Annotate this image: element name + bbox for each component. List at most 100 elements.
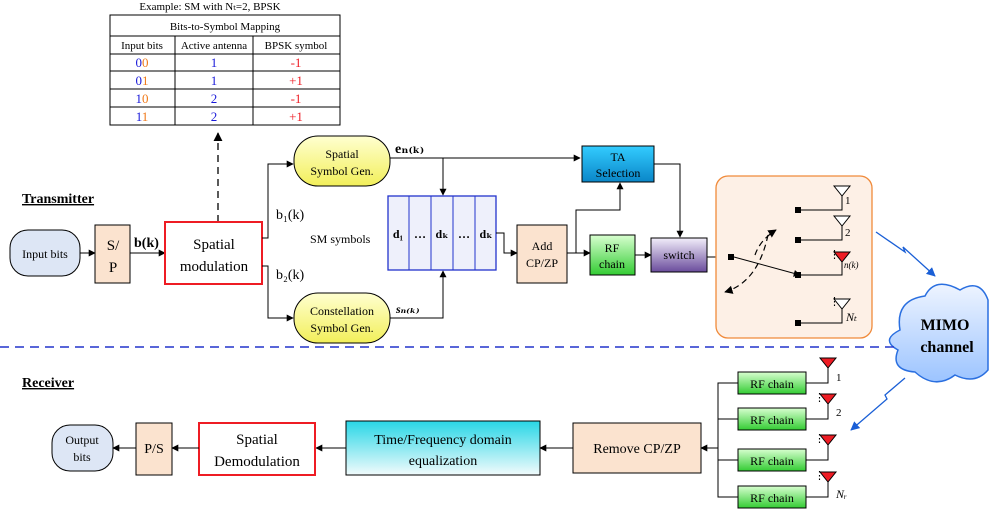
buffer-cell: … (458, 227, 470, 241)
row-antenna: 2 (211, 91, 218, 106)
transmitter-label: Transmitter (22, 192, 94, 207)
mapping-table: Bits-to-Symbol Mapping Input bits Active… (109, 14, 341, 126)
antenna-icon (818, 357, 838, 369)
rx-ant-label: Nᵣ (835, 487, 847, 501)
rx-rf-chains: RF chain 1 RF chain ⋮ 2 RF chain ⋮ RF ch… (700, 357, 847, 509)
remove-cp-block (572, 422, 702, 474)
antenna-icon (832, 251, 852, 263)
add-cp-label-2: CP/ZP (526, 256, 558, 270)
buffer-cell: dₖ (436, 227, 449, 241)
tx-rf-label-1: RF (605, 241, 620, 255)
antenna-icon (832, 215, 852, 227)
sp-label-2: P (109, 260, 117, 276)
spatial-symbol-label-1: Spatial (325, 147, 359, 161)
table-title: Bits-to-Symbol Mapping (170, 21, 281, 33)
tx-rf-chain-block (589, 234, 636, 276)
row-antenna: 2 (211, 109, 218, 124)
constellation-label-1: Constellation (310, 304, 374, 318)
dots: ⋮ (829, 249, 840, 261)
row-symbol: -1 (291, 55, 302, 70)
tx-antenna-panel: 1 2 ⋮ n(k) ⋮ Nₜ (715, 175, 873, 339)
dots: ⋮ (829, 296, 840, 308)
antenna-icon (818, 393, 838, 405)
remove-cp-label: Remove CP/ZP (593, 442, 681, 457)
tx-ant-label: n(k) (844, 260, 859, 270)
rx-ant-label: 2 (836, 407, 842, 419)
constellation-symbol-gen-block (293, 292, 391, 344)
example-caption: Example: SM with Nₜ=2, BPSK (139, 1, 280, 13)
demod-label-1: Spatial (236, 432, 278, 448)
spatial-symbol-gen-block (293, 135, 391, 187)
add-cp-label-1: Add (532, 239, 553, 253)
spatial-mod-label-2: modulation (180, 259, 249, 275)
b-k-label: b(k) (134, 236, 159, 251)
ta-label-1: TA (610, 150, 625, 164)
ta-selection-block (581, 145, 655, 183)
antenna-icon (818, 434, 838, 446)
demod-label-2: Demodulation (214, 454, 300, 470)
rx-wireless-arrow (850, 377, 906, 431)
arrow-ta-to-switch (654, 163, 684, 238)
antenna-icon (818, 471, 838, 483)
arrow-to-ta (575, 182, 624, 253)
header-input-bits: Input bits (121, 40, 163, 52)
header-active-antenna: Active antenna (181, 40, 247, 52)
arrow-sn-to-buffer (390, 270, 447, 319)
tx-wireless-arrow (875, 231, 936, 277)
arrow-upper-branch (262, 160, 294, 239)
ta-label-2: Selection (596, 166, 641, 180)
sp-block (94, 224, 131, 284)
sm-symbols-label: SM symbols (310, 232, 371, 246)
row-symbol: +1 (289, 109, 303, 124)
ps-label: P/S (144, 442, 163, 457)
antenna-icon (832, 185, 852, 197)
row-input-bits: 00 (136, 55, 149, 70)
row-symbol: -1 (291, 91, 302, 106)
mimo-channel-cloud: MIMO channel (888, 283, 989, 383)
add-cp-block (516, 224, 568, 284)
row-input-bits: 01 (136, 73, 149, 88)
dots: ⋮ (814, 433, 825, 445)
tx-ant-label: 1 (845, 195, 851, 207)
row-input-bits: 11 (136, 109, 149, 124)
constellation-label-2: Symbol Gen. (310, 321, 373, 335)
sn-k-label: sₙ₍ₖ₎ (395, 302, 420, 316)
dots: ⋮ (814, 392, 825, 404)
row-antenna: 1 (211, 73, 218, 88)
spatial-demodulation-block (198, 422, 316, 476)
row-antenna: 1 (211, 55, 218, 70)
equalization-label-1: Time/Frequency domain (374, 433, 512, 448)
table-row: 00 1 -1 (136, 55, 302, 70)
en-k-label: eₙ₍ₖ₎ (395, 142, 424, 157)
rx-rf-chain-label: RF chain (750, 377, 794, 391)
antenna-icon (832, 298, 852, 310)
buffer-cell: … (414, 227, 426, 241)
table-row: 11 2 +1 (136, 109, 303, 124)
rx-rf-chain-label: RF chain (750, 491, 794, 505)
tx-rf-label-2: chain (599, 257, 625, 271)
tx-ant-label: 2 (845, 227, 851, 239)
output-label-1: Output (65, 433, 99, 447)
sm-symbol-buffer: d₁ … dₖ … dₖ (387, 195, 497, 271)
receiver-label: Receiver (22, 376, 74, 391)
row-input-bits: 10 (136, 91, 149, 106)
spatial-mod-label-1: Spatial (193, 237, 235, 253)
rx-rf-chain-label: RF chain (750, 413, 794, 427)
row-symbol: +1 (289, 73, 303, 88)
buffer-cell: d₁ (393, 227, 404, 241)
b1-k-label: b₁(k) (276, 208, 305, 223)
output-bits-node (51, 424, 114, 472)
table-row: 01 1 +1 (136, 73, 303, 88)
arrow-buffer-to-addcp (496, 232, 518, 257)
arrow-lower-branch (262, 265, 294, 322)
switch-label: switch (663, 248, 694, 262)
input-bits-label: Input bits (22, 247, 68, 261)
rx-rf-chain-label: RF chain (750, 454, 794, 468)
tx-ant-label: Nₜ (845, 310, 857, 324)
mimo-label-2: channel (920, 339, 974, 356)
table-row: 10 2 -1 (136, 91, 302, 106)
switch-block (650, 237, 708, 273)
output-label-2: bits (73, 450, 91, 464)
ps-block (135, 422, 173, 476)
